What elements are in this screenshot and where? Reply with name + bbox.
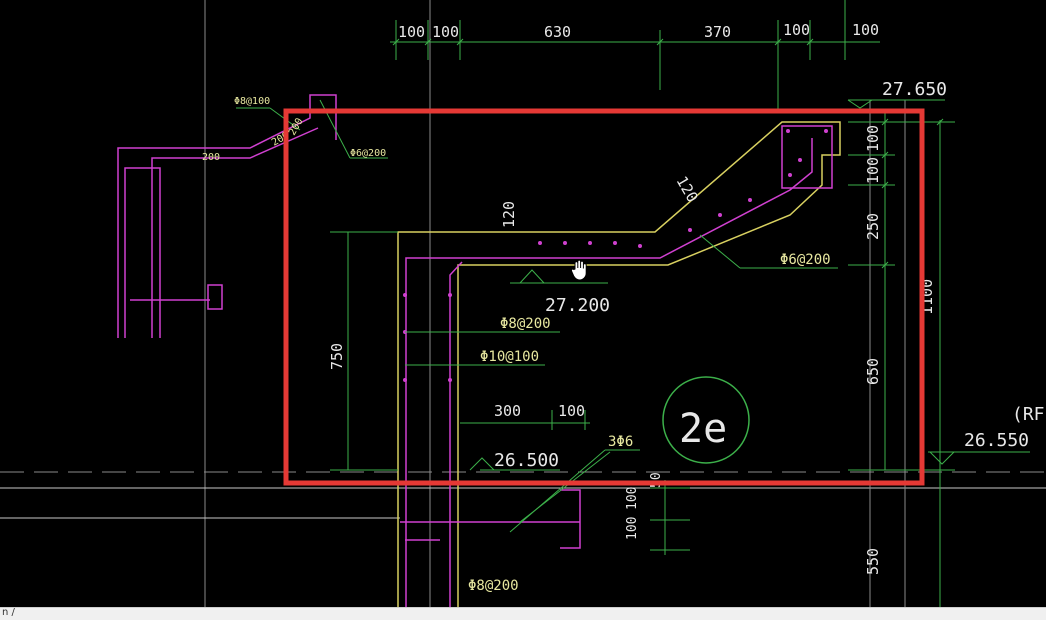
left-dim-750: 750 bbox=[328, 343, 346, 370]
elevation-top-right: 27.650 bbox=[882, 79, 947, 100]
detail-bubble[interactable] bbox=[662, 376, 750, 464]
rebar-label-phi10-100: Φ10@100 bbox=[480, 349, 539, 365]
cad-drawing-canvas[interactable]: 100 100 630 370 100 100 100 100 250 650 … bbox=[0, 0, 1046, 607]
lower-dim-100b: 100 bbox=[625, 487, 640, 510]
elevation-right-level: 26.550 bbox=[964, 430, 1029, 451]
hand-cursor-icon bbox=[570, 259, 587, 281]
elevation-floor: 26.500 bbox=[494, 450, 559, 471]
left-label-phi8-100: Φ8@100 bbox=[234, 96, 270, 107]
right-dim-650: 650 bbox=[864, 358, 882, 385]
elevation-markers bbox=[469, 99, 1030, 471]
top-dim-6: 100 bbox=[852, 21, 879, 39]
lower-dim-50: 50 bbox=[649, 472, 664, 488]
slab-dim-300: 300 bbox=[494, 402, 521, 420]
elevation-slab: 27.200 bbox=[545, 295, 610, 316]
left-label-phi6-200: Φ6@200 bbox=[350, 148, 386, 159]
rf-label: (RF) bbox=[1012, 404, 1046, 425]
rebar-label-phi8-200: Φ8@200 bbox=[500, 316, 551, 332]
rebar-label-phi8-200-bottom: Φ8@200 bbox=[468, 578, 519, 594]
rebar-label-phi6-200-right: Φ6@200 bbox=[780, 252, 831, 268]
rebar-dots bbox=[403, 129, 828, 382]
right-dim-100a: 100 bbox=[864, 125, 882, 152]
top-dim-5: 100 bbox=[783, 21, 810, 39]
rebar-label-3phi6: 3Φ6 bbox=[608, 434, 633, 450]
top-dim-1: 100 bbox=[398, 23, 425, 41]
slab-dim-120-a: 120 bbox=[500, 201, 518, 228]
detail-bubble-label: 2e bbox=[679, 406, 727, 452]
slab-dim-100: 100 bbox=[558, 402, 585, 420]
status-text: n / bbox=[2, 607, 15, 618]
top-dim-2: 100 bbox=[432, 23, 459, 41]
top-dim-3: 630 bbox=[544, 23, 571, 41]
left-partial-detail bbox=[117, 94, 337, 338]
status-bar: n / bbox=[0, 607, 1046, 620]
right-dim-100b: 100 bbox=[864, 157, 882, 184]
rebar-leaders bbox=[330, 231, 838, 555]
right-dim-550: 550 bbox=[864, 548, 882, 575]
top-dimension-chain bbox=[390, 0, 880, 110]
right-dimension-chain bbox=[848, 110, 955, 607]
left-label-200a: 200 bbox=[202, 152, 220, 163]
concrete-outline bbox=[397, 121, 841, 607]
top-dim-4: 370 bbox=[704, 23, 731, 41]
slab-dim-120-b: 120 bbox=[673, 173, 702, 205]
right-dim-250: 250 bbox=[864, 213, 882, 240]
rebar-lines bbox=[400, 125, 833, 607]
lower-dim-100a: 100 bbox=[625, 517, 640, 540]
highlight-selection-box bbox=[283, 108, 925, 486]
